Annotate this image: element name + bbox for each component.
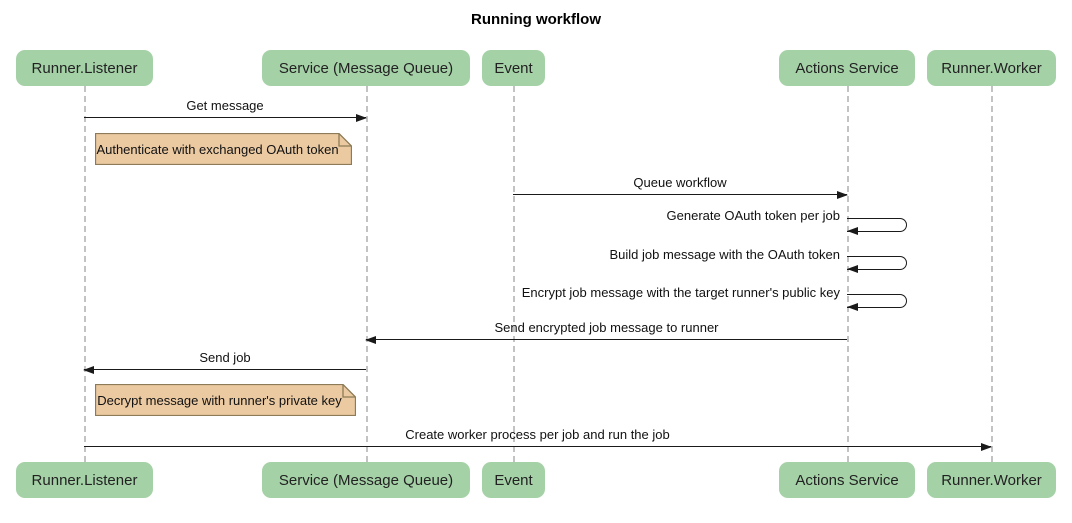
participant-runner-worker-bottom: Runner.Worker [927,462,1056,498]
lifeline-service-message-queue [366,86,368,462]
arrowhead-right-icon [981,443,992,451]
note-label: Authenticate with exchanged OAuth token [96,141,339,157]
message-line [513,194,847,195]
message-label: Send encrypted job message to runner [494,320,719,335]
participant-runner-listener-top: Runner.Listener [16,50,153,86]
lifeline-runner-listener [84,86,86,462]
message-send-job: Send job [83,350,366,374]
message-send-encrypted-job: Send encrypted job message to runner [365,320,847,344]
arrowhead-left-icon [847,265,858,273]
message-line [366,339,847,340]
lifeline-actions-service [847,86,849,462]
participant-service-message-queue-top: Service (Message Queue) [262,50,470,86]
message-line [84,446,991,447]
participant-service-message-queue-bottom: Service (Message Queue) [262,462,470,498]
arrowhead-right-icon [356,114,367,122]
message-label: Queue workflow [633,175,727,190]
arrowhead-left-icon [365,336,376,344]
participant-actions-service-bottom: Actions Service [779,462,915,498]
message-label: Send job [199,350,251,365]
arrowhead-left-icon [847,227,858,235]
participant-actions-service-top: Actions Service [779,50,915,86]
participant-runner-listener-bottom: Runner.Listener [16,462,153,498]
participant-runner-worker-top: Runner.Worker [927,50,1056,86]
message-line [84,117,366,118]
self-message-generate-oauth-token: Generate OAuth token per job [666,208,840,223]
note-label: Decrypt message with runner's private ke… [97,392,342,408]
diagram-title: Running workflow [471,11,601,28]
self-loop-line [847,218,907,232]
message-label: Get message [186,98,264,113]
message-queue-workflow: Queue workflow [513,175,848,199]
lifeline-runner-worker [991,86,993,462]
note-authenticate: Authenticate with exchanged OAuth token [95,133,352,165]
arrowhead-left-icon [847,303,858,311]
note-shape [95,384,356,416]
message-line [84,369,366,370]
self-message-encrypt-job-message: Encrypt job message with the target runn… [521,285,840,300]
message-create-worker: Create worker process per job and run th… [84,427,992,451]
self-loop-line [847,294,907,308]
self-message-build-job-message: Build job message with the OAuth token [609,247,840,262]
note-decrypt: Decrypt message with runner's private ke… [95,384,356,416]
arrowhead-left-icon [83,366,94,374]
participant-event-top: Event [482,50,545,86]
self-loop-line [847,256,907,270]
message-get-message: Get message [84,98,367,122]
lifeline-event [513,86,515,462]
note-shape [95,133,352,165]
participant-event-bottom: Event [482,462,545,498]
message-label: Create worker process per job and run th… [405,427,670,442]
arrowhead-right-icon [837,191,848,199]
